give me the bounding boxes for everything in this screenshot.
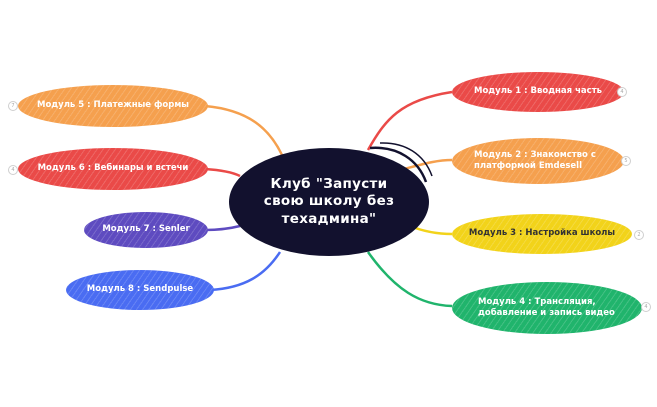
module-2-number-badge: 5: [621, 156, 631, 166]
module-1-number-badge: 4: [617, 87, 627, 97]
module-8-node[interactable]: Модуль 8 : Sendpulse: [66, 270, 214, 310]
central-topic-line-3: техадмина": [281, 210, 377, 227]
central-topic[interactable]: Клуб "Запусти свою школу без техадмина": [229, 148, 429, 256]
module-3-node[interactable]: Модуль 3 : Настройка школы: [452, 214, 632, 254]
module-2-node[interactable]: Модуль 2 : Знакомство с платформой Emdes…: [452, 138, 624, 184]
module-6-number-badge: 4: [8, 165, 18, 175]
central-topic-line-1: Клуб "Запусти: [270, 175, 388, 192]
connector-module-8: [209, 251, 282, 292]
central-topic-line-2: свою школу без: [263, 193, 395, 210]
module-7-label: Модуль 7 : Senler: [102, 224, 190, 235]
module-5-node[interactable]: Модуль 5 : Платежные формы: [18, 85, 208, 127]
module-6-label: Модуль 6 : Вебинары и встечи: [37, 163, 189, 174]
module-3-label: Модуль 3 : Настройка школы: [468, 228, 616, 239]
connector-module-4: [366, 251, 453, 308]
module-4-number-badge: 4: [641, 302, 651, 312]
module-7-node[interactable]: Модуль 7 : Senler: [84, 212, 208, 248]
connector-module-1: [366, 90, 453, 151]
module-4-node[interactable]: Модуль 4 : Трансляция, добавление и запи…: [452, 282, 642, 334]
module-4-label: Модуль 4 : Трансляция, добавление и запи…: [478, 296, 615, 318]
module-1-node[interactable]: Модуль 1 : Вводная часть: [452, 72, 624, 112]
module-2-label: Модуль 2 : Знакомство с платформой Emdes…: [474, 149, 596, 171]
connector-module-7: [204, 224, 241, 232]
module-5-label: Модуль 5 : Платежные формы: [37, 100, 189, 111]
connector-module-5: [204, 104, 284, 156]
module-1-label: Модуль 1 : Вводная часть: [474, 86, 602, 97]
module-6-node[interactable]: Модуль 6 : Вебинары и встечи: [18, 148, 208, 190]
module-3-number-badge: 2: [634, 230, 644, 240]
module-8-label: Модуль 8 : Sendpulse: [86, 284, 194, 295]
connector-module-6: [204, 167, 241, 178]
module-5-number-badge: 7: [8, 101, 18, 111]
